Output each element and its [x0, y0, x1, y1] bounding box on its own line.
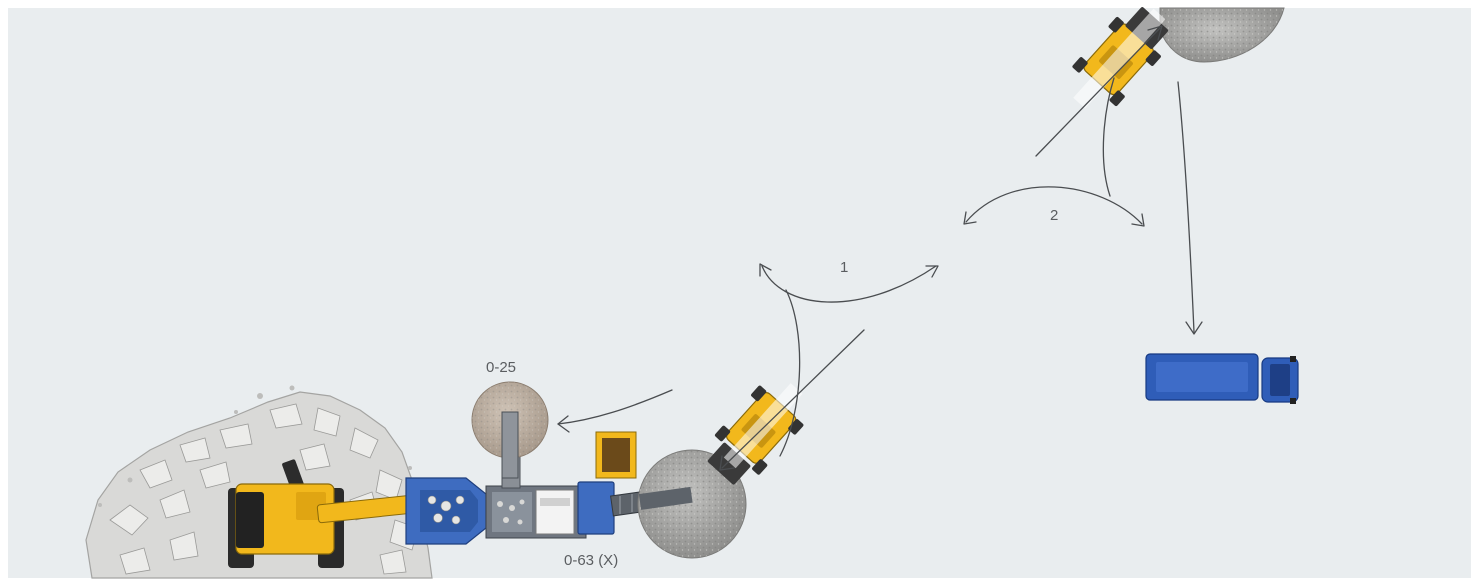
- arrow-cycle1-down: [779, 289, 801, 457]
- fine-stockpile-label: 0-25: [486, 359, 517, 376]
- cycle-one-label: 1: [840, 259, 849, 276]
- top-stockpile: [1159, 7, 1285, 63]
- arrow-loader1-diagonal: [721, 329, 865, 469]
- arrow-cycle2: [965, 186, 1143, 225]
- arrow-to-truck: [1177, 81, 1195, 333]
- mobile-crusher: [405, 419, 694, 545]
- cycle-two-label: 2: [1050, 207, 1059, 224]
- main-product-label: 0-63 (X): [564, 552, 619, 569]
- arrow-to-top-stockpile: [1035, 27, 1161, 157]
- arrow-cycle2-up: [1102, 77, 1115, 197]
- dump-truck: [1145, 353, 1299, 404]
- arrow-to-fine-stockpile: [557, 389, 673, 425]
- main-stockpile: [637, 449, 747, 559]
- arrow-cycle1-top: [761, 265, 937, 303]
- flow-arrows: [557, 25, 1203, 471]
- wheel-loader-2: [1072, 7, 1169, 109]
- fine-stockpile: [471, 381, 549, 479]
